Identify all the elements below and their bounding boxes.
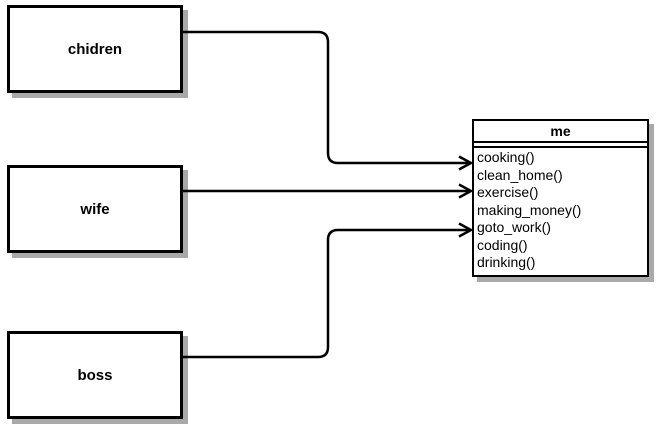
method-item: cooking() [477,149,535,165]
edge-boss-to-me [183,222,474,359]
method-item: drinking() [477,254,536,270]
method-item: coding() [477,236,528,253]
arrowhead-icon [458,183,474,199]
node-boss-label: boss [77,366,113,384]
node-wife-label: wife [80,200,110,218]
method-item: goto_work() [477,219,551,235]
edge-line [183,228,468,359]
class-node-me: me cooking() clean_home() exercise() mak… [472,119,649,277]
method-item: clean_home() [477,166,563,183]
arrowhead-icon [458,222,474,238]
edge-chidren-to-me [183,30,474,171]
arrowhead-icon [458,155,474,171]
node-chidren-label: chidren [67,40,123,58]
edge-wife-to-me [183,183,474,199]
class-methods-compartment: cooking() clean_home() exercise() making… [474,148,647,275]
method-item: making_money() [477,201,582,218]
class-title: me [474,121,647,143]
method-item: exercise() [477,184,539,200]
node-wife: wife [7,165,183,253]
class-attributes-compartment [474,143,647,148]
node-chidren: chidren [7,5,183,93]
edge-line [183,30,468,165]
node-boss: boss [7,331,183,419]
